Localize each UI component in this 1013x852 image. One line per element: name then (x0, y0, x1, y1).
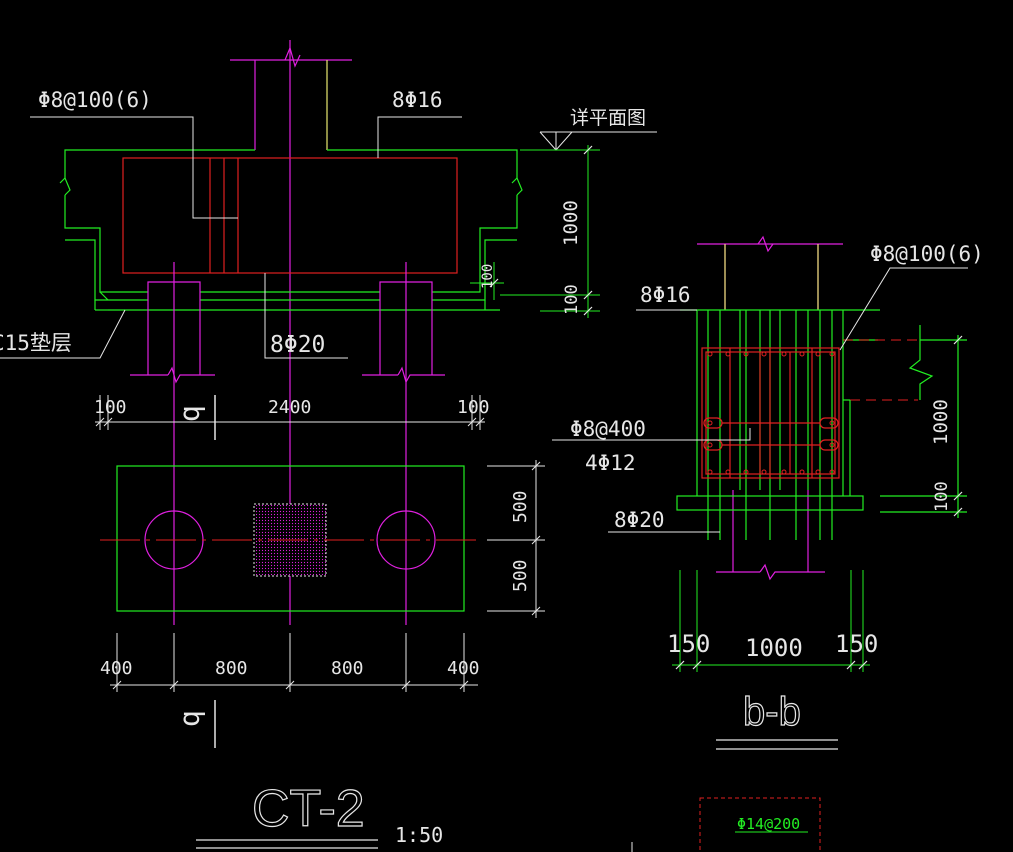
label-bottom-note: Φ14@200 (737, 815, 800, 833)
label-plan-400-left: 400 (100, 658, 133, 679)
section-mark-top-letter: b (177, 405, 210, 422)
label-plan-800-a: 800 (215, 658, 248, 679)
bb-cap-outline (676, 309, 967, 540)
label-elevation-ref: 详平面图 (570, 107, 646, 129)
label-dim-2400: 2400 (268, 397, 311, 418)
label-plan-800-b: 800 (331, 658, 364, 679)
elev-dim-lines (470, 145, 600, 318)
bb-leaders (552, 267, 968, 533)
label-plan-500-bottom: 500 (510, 559, 531, 592)
piles-elevation (130, 262, 445, 625)
plan-cap-outline (116, 465, 465, 612)
bb-label-side-stirrup: Φ8@400 (570, 417, 646, 441)
pile-cap-outline (59, 149, 523, 311)
bb-label-side-bars: 4Φ12 (585, 451, 636, 475)
title-block: CT-2 1:50 (196, 779, 443, 849)
plan-right-dims (487, 460, 545, 618)
label-height-1000: 1000 (560, 200, 582, 246)
section-bb-view: Φ8@100(6) 8Φ16 Φ8@400 4Φ12 8Φ20 1000 100… (552, 235, 984, 750)
plan-bottom-dims (110, 633, 478, 692)
next-detail-fragment: Φ14@200 (631, 797, 821, 852)
section-mark-bottom-letter: b (177, 710, 210, 727)
elevation-view: Φ8@100(6) 8Φ16 详平面图 1000 100 100 C15垫层 8… (0, 40, 657, 625)
bb-label-1000: 1000 (745, 634, 803, 662)
bb-label-150-right: 150 (835, 630, 878, 658)
bb-rebar-dots (707, 351, 835, 475)
drawing-title: CT-2 (252, 780, 365, 838)
label-bottom-100: 100 (562, 284, 582, 315)
bb-label-top-bars: 8Φ16 (640, 283, 691, 307)
label-cushion: C15垫层 (0, 331, 72, 355)
label-top-bars: 8Φ16 (392, 88, 443, 112)
bb-dashed-lines (843, 339, 918, 401)
label-dim-100-right: 100 (457, 397, 490, 418)
elev-bottom-dims (95, 395, 485, 430)
bb-label-stirrup: Φ8@100(6) (870, 242, 984, 266)
plan-pile-right (376, 510, 436, 570)
bb-rebar-cage (701, 347, 840, 479)
bb-bottom-dims (672, 570, 870, 672)
bb-label-150-left: 150 (667, 630, 710, 658)
bb-label-bottom-100: 100 (932, 481, 952, 512)
rebar-cage (122, 157, 458, 274)
label-cover-100: 100 (480, 264, 496, 289)
leader-lines (0, 116, 657, 359)
elev-dim-ticks (489, 145, 593, 316)
drawing-scale: 1:50 (395, 823, 443, 847)
bb-label-height-1000: 1000 (930, 399, 952, 445)
bb-section-title: b-b (743, 690, 801, 734)
label-stirrup-top: Φ8@100(6) (38, 88, 152, 112)
label-plan-400-right: 400 (447, 658, 480, 679)
label-dim-100-left: 100 (94, 397, 127, 418)
bb-label-bottom-bars: 8Φ20 (614, 508, 665, 532)
bb-dim-ticks (675, 335, 963, 670)
plan-view: 500 500 400 800 800 400 b (100, 460, 545, 748)
label-plan-500-top: 500 (510, 490, 531, 523)
label-bottom-bars: 8Φ20 (270, 332, 325, 358)
